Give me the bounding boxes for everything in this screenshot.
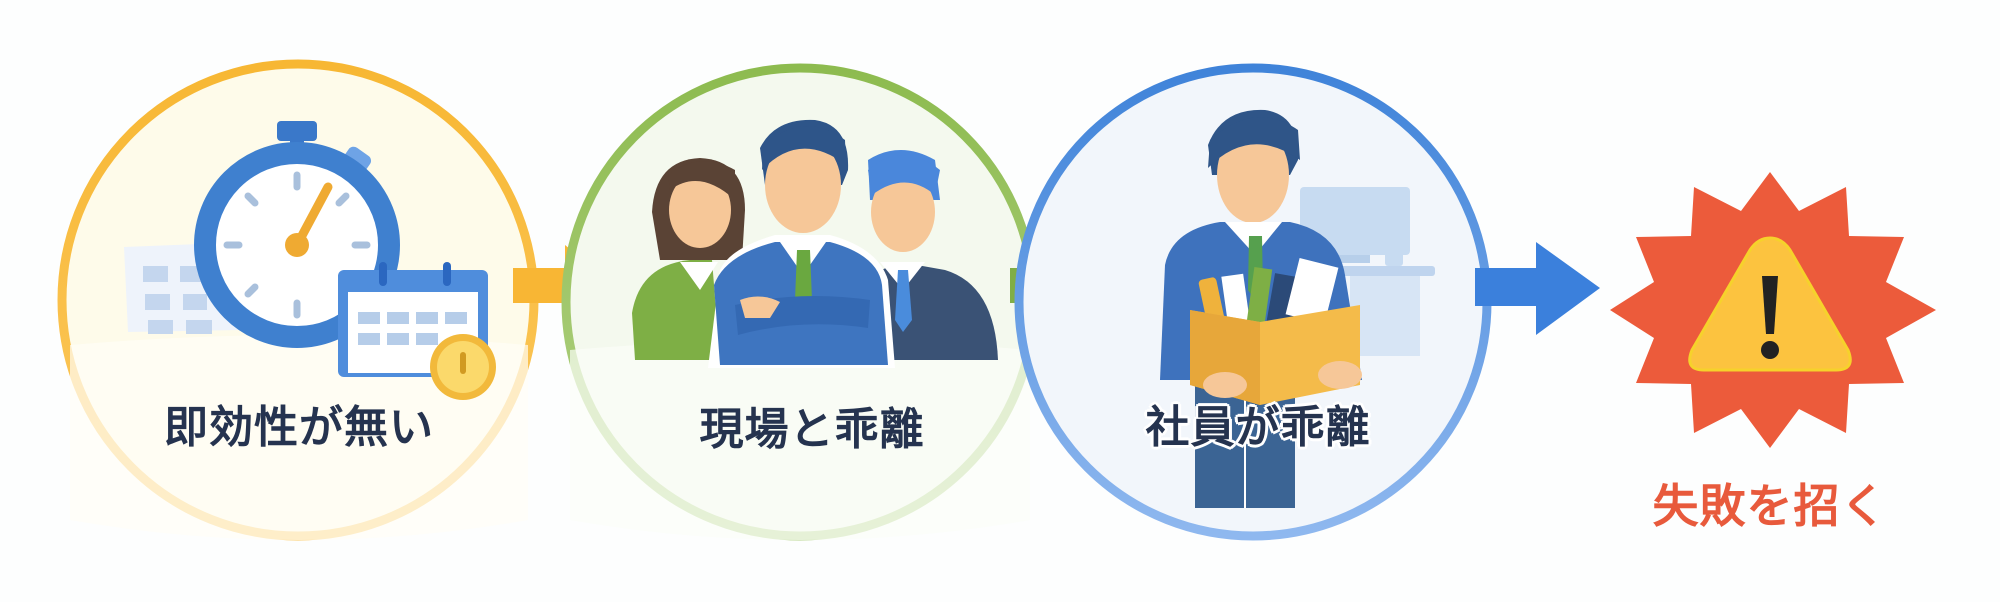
- step-1-label: 即効性が無い: [164, 402, 434, 453]
- warning-starburst-icon: [1610, 172, 1936, 448]
- outcome-label: 失敗を招く: [1652, 479, 1888, 533]
- step-2-label: 現場と乖離: [699, 404, 925, 455]
- step-3-label: 社員が乖離: [1145, 402, 1371, 453]
- business-team-icon: [632, 119, 998, 368]
- employee-leaving-box-icon: [1160, 109, 1435, 508]
- arrow-3-icon: [1475, 242, 1600, 335]
- stopwatch-calendar-icon: [124, 121, 496, 400]
